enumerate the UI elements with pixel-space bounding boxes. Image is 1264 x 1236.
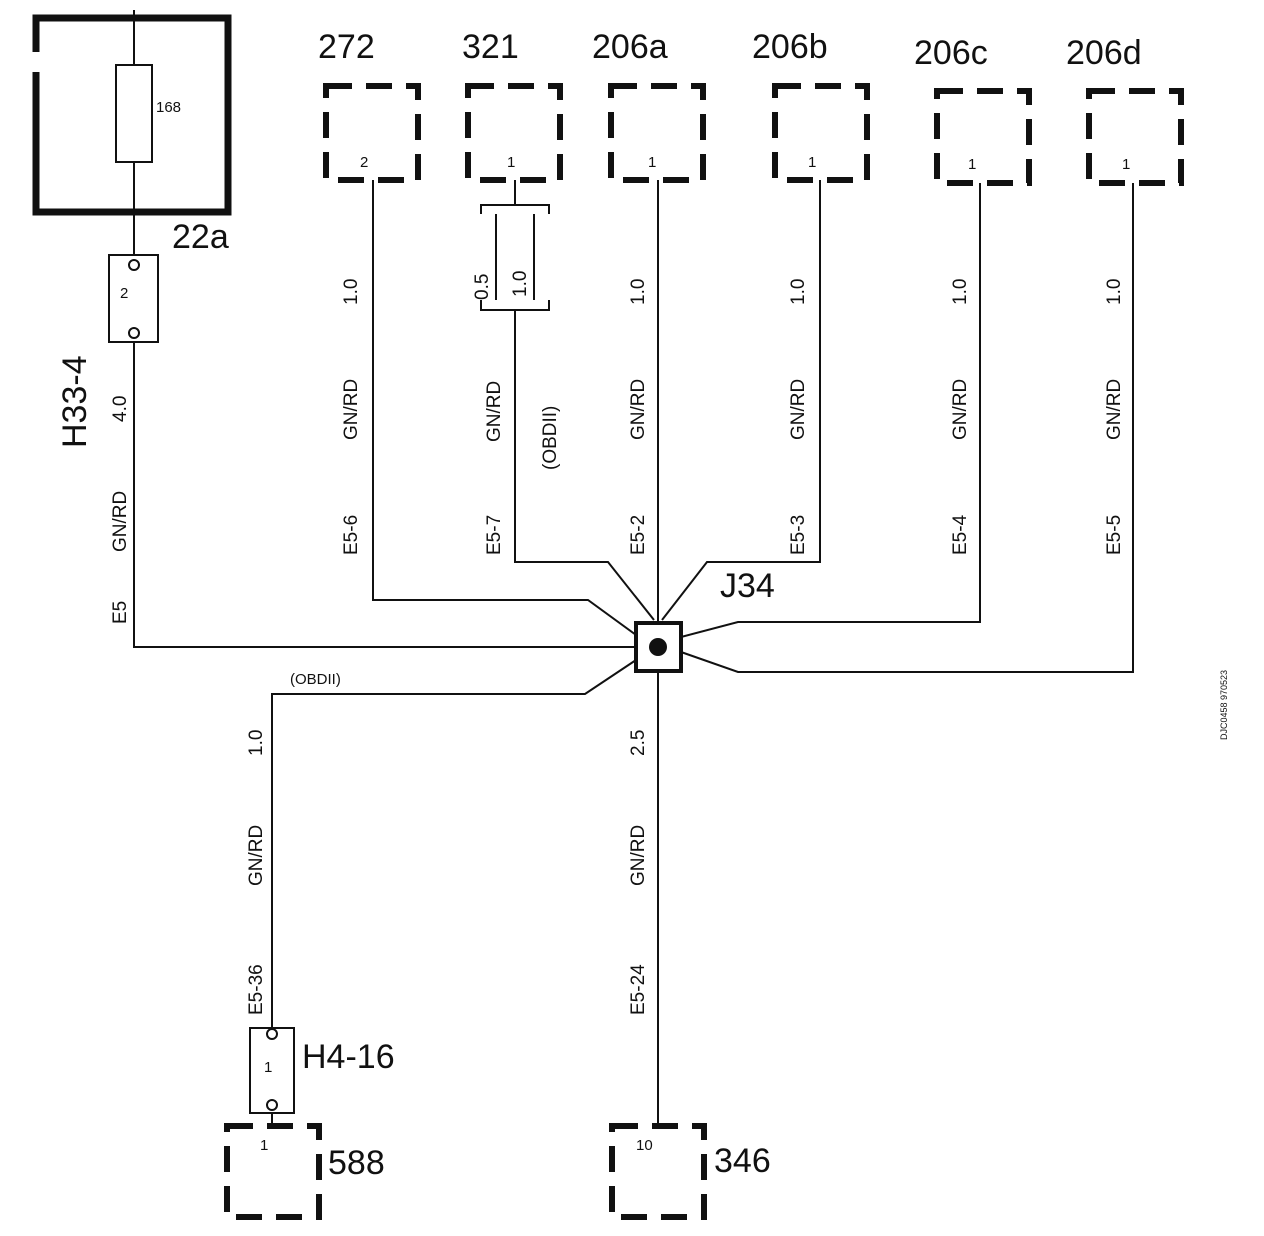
wire-206b: 1.0 GN/RD E5-3 <box>661 180 821 621</box>
wire-346: 2.5 GN/RD E5-24 <box>628 671 659 1126</box>
wire-circuit-label: E5-24 <box>628 964 649 1015</box>
component-206d: 206d 1 <box>1066 34 1184 186</box>
wire-circuit-label: E5-6 <box>341 515 362 555</box>
wire-color-label: GN/RD <box>628 379 649 440</box>
wire-206d: 1.0 GN/RD E5-5 <box>680 183 1134 673</box>
fuse-box-22a: 168 22a <box>32 10 232 258</box>
wire-size-label: 2.5 <box>628 730 649 756</box>
wire-circuit-label: E5-36 <box>246 964 267 1015</box>
wire-321: 0.5 1.0 GN/RD (OBDII) E5-7 <box>472 180 655 621</box>
component-206c-label: 206c <box>914 34 988 72</box>
wire-206a: 1.0 GN/RD E5-2 <box>628 180 659 623</box>
wire-note-label: (OBDII) <box>290 671 341 688</box>
component-206a: 206a 1 <box>592 28 706 183</box>
component-206d-label: 206d <box>1066 34 1142 72</box>
connector-h33-4: 2 H33-4 <box>56 254 159 448</box>
wire-size-label: 1.0 <box>1104 279 1125 305</box>
connector-h33-label: H33-4 <box>56 355 94 448</box>
component-206b: 206b 1 <box>752 28 870 183</box>
wire-size-label: 1.0 <box>788 279 809 305</box>
wire-circuit-label: E5-2 <box>628 515 649 555</box>
component-588: 1 588 <box>224 1113 385 1220</box>
wire-size-label: 1.0 <box>950 279 971 305</box>
component-206b-label: 206b <box>752 28 828 66</box>
component-272: 272 2 <box>318 28 421 183</box>
wire-circuit-label: E5-3 <box>788 515 809 555</box>
wire-color-label: GN/RD <box>788 379 809 440</box>
fuse-box-label: 22a <box>172 218 229 256</box>
document-id: DJC0458 970523 <box>1219 670 1229 740</box>
component-206c: 206c 1 <box>914 34 1032 186</box>
wire-circuit-label: E5-7 <box>484 515 505 555</box>
connector-h4-pin: 1 <box>264 1059 272 1076</box>
wire-206c: 1.0 GN/RD E5-4 <box>680 183 981 638</box>
wire-size-label: 1.0 <box>246 730 267 756</box>
component-321: 321 1 <box>462 28 563 183</box>
splice-label: J34 <box>720 567 775 605</box>
wire-size-label: 1.0 <box>341 279 362 305</box>
component-346-pin: 10 <box>636 1137 653 1154</box>
wire-272: 1.0 GN/RD E5-6 <box>341 180 637 636</box>
wire-circuit-label: E5 <box>110 601 131 624</box>
wire-color-label: GN/RD <box>950 379 971 440</box>
wire-color-label: GN/RD <box>341 379 362 440</box>
component-206c-pin: 1 <box>968 156 976 173</box>
wire-size-b-label: 1.0 <box>510 271 531 297</box>
component-588-pin: 1 <box>260 1137 268 1154</box>
component-272-label: 272 <box>318 28 375 66</box>
wire-588: (OBDII) 1.0 GN/RD E5-36 <box>246 659 637 1028</box>
fuse-value-label: 168 <box>156 99 181 116</box>
wire-color-label: GN/RD <box>110 491 131 552</box>
component-346: 10 346 <box>609 1123 771 1220</box>
component-206a-label: 206a <box>592 28 668 66</box>
component-588-label: 588 <box>328 1144 385 1182</box>
wire-size-a-label: 0.5 <box>472 274 493 300</box>
wire-circuit-label: E5-4 <box>950 514 971 555</box>
fuse-168 <box>115 64 153 163</box>
connector-h4-16: 1 H4-16 <box>249 1027 395 1114</box>
component-346-label: 346 <box>714 1142 771 1180</box>
wire-size-label: 4.0 <box>110 396 131 422</box>
wire-size-label: 1.0 <box>628 279 649 305</box>
wire-color-label: GN/RD <box>246 825 267 886</box>
connector-h4-label: H4-16 <box>302 1038 395 1076</box>
wire-note-label: (OBDII) <box>540 406 561 470</box>
component-321-pin: 1 <box>507 154 515 171</box>
wire-color-label: GN/RD <box>628 825 649 886</box>
component-321-label: 321 <box>462 28 519 66</box>
component-206b-pin: 1 <box>808 154 816 171</box>
wire-color-label: GN/RD <box>1104 379 1125 440</box>
component-206d-pin: 1 <box>1122 156 1130 173</box>
wire-fuse-feed: 4.0 GN/RD E5 <box>110 342 636 648</box>
wire-circuit-label: E5-5 <box>1104 515 1125 555</box>
component-272-pin: 2 <box>360 154 368 171</box>
component-206a-pin: 1 <box>648 154 656 171</box>
splice-j34: J34 <box>634 567 775 673</box>
wire-color-label: GN/RD <box>484 381 505 442</box>
connector-h33-pin: 2 <box>120 285 128 302</box>
